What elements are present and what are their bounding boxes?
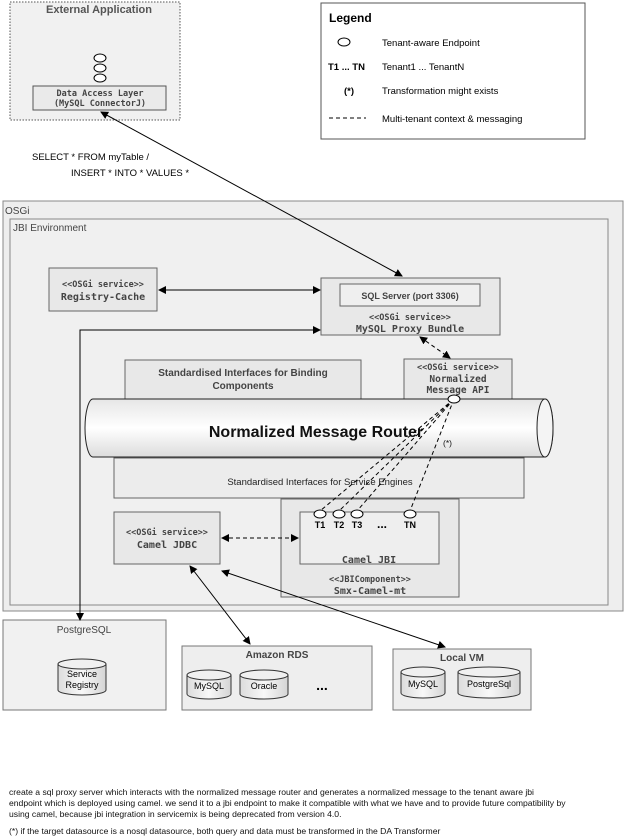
service-registry-line2: Registry xyxy=(65,680,99,690)
smx-name: Smx-Camel-mt xyxy=(334,586,406,597)
query-insert: INSERT * INTO * VALUES * xyxy=(71,168,189,179)
nmr-label: Normalized Message Router xyxy=(209,424,423,441)
tenant-tn-label: TN xyxy=(404,520,416,530)
camel-jbi: Camel JBI T1 T2 T3 ... TN xyxy=(299,511,440,566)
local-vm-box: Local VM MySQL PostgreSql xyxy=(392,648,532,711)
localvm-mysql-label: MySQL xyxy=(408,679,438,689)
legend-transform-value: Transformation might exists xyxy=(382,86,499,97)
proxy-name: MySQL Proxy Bundle xyxy=(356,324,464,335)
registry-cache-stereotype: <<OSGi service>> xyxy=(62,279,144,290)
legend: Legend Tenant-aware Endpoint T1 ... TN T… xyxy=(320,2,586,140)
camel-jdbc-stereotype: <<OSGi service>> xyxy=(126,527,208,538)
database-icon xyxy=(400,672,446,699)
dal-sublabel: (MySQL ConnectorJ) xyxy=(54,99,146,109)
camel-jdbc: <<OSGi service>> Camel JDBC xyxy=(113,511,221,565)
connectors xyxy=(76,111,451,649)
legend-tenants-value: Tenant1 ... TenantN xyxy=(382,62,464,73)
postgresql-box: PostgreSQL Service Registry xyxy=(2,619,167,711)
binding-label-1: Standardised Interfaces for Binding xyxy=(158,368,327,379)
binding-interfaces: Standardised Interfaces for Binding Comp… xyxy=(124,359,362,401)
registry-cache-name: Registry-Cache xyxy=(61,291,145,303)
endpoint-icon xyxy=(93,73,107,83)
external-app-title: External Application xyxy=(46,4,152,16)
note-description: create a sql proxy server which interact… xyxy=(9,787,566,819)
binding-label-2: Components xyxy=(212,381,274,392)
mysql-proxy-bundle: SQL Server (port 3306) <<OSGi service>> … xyxy=(320,277,501,336)
tenant-t2-endpoint-icon xyxy=(332,509,346,519)
tenant-t1-label: T1 xyxy=(315,520,326,530)
postgres-label: PostgreSQL xyxy=(57,625,112,636)
normalized-message-router: Normalized Message Router (*) xyxy=(84,398,554,458)
tenant-ellipsis: ... xyxy=(377,517,387,531)
jdbc-localvm-connector xyxy=(221,569,446,649)
camel-jdbc-name: Camel JDBC xyxy=(137,540,197,551)
amazon-rds-box: Amazon RDS MySQL Oracle ... xyxy=(181,645,373,711)
smx-stereotype: <<JBIComponent>> xyxy=(329,575,411,585)
tenant-t2-label: T2 xyxy=(334,520,345,530)
query-connector xyxy=(100,111,403,277)
osgi-label: OSGi xyxy=(5,206,29,217)
proxy-postgres-connector xyxy=(76,326,321,621)
registry-cache: <<OSGi service>> Registry-Cache xyxy=(48,267,158,312)
endpoint-icon xyxy=(93,53,107,63)
tenant-t3-endpoint-icon xyxy=(350,509,364,519)
dal-label: Data Access Layer xyxy=(57,89,144,99)
note-transformation: (*) if the target datasource is a nosql … xyxy=(9,826,441,836)
jbi-label: JBI Environment xyxy=(13,223,87,234)
database-icon xyxy=(457,672,521,699)
tenant-tn-endpoint-icon xyxy=(403,509,417,519)
localvm-postgres-label: PostgreSql xyxy=(467,679,511,689)
amazon-mysql-label: MySQL xyxy=(194,681,224,691)
legend-endpoint: Tenant-aware Endpoint xyxy=(382,38,480,49)
nm-api-name-1: Normalized xyxy=(429,374,486,385)
legend-transform-key: (*) xyxy=(344,86,354,97)
service-engine-interfaces: Standardised Interfaces for Service Engi… xyxy=(113,457,525,499)
legend-tenants-key: T1 ... TN xyxy=(328,62,365,73)
tenant-t3-label: T3 xyxy=(352,520,363,530)
database-icon xyxy=(239,675,289,700)
legend-multitenant: Multi-tenant context & messaging xyxy=(382,114,522,125)
local-vm-label: Local VM xyxy=(440,653,484,664)
nm-api-stereotype: <<OSGi service>> xyxy=(417,362,499,373)
camel-jbi-label: Camel JBI xyxy=(342,555,396,566)
database-icon xyxy=(57,664,107,696)
database-icon xyxy=(186,675,232,700)
proxy-nmapi-connector xyxy=(419,336,451,359)
tenant-t1-endpoint-icon xyxy=(313,509,327,519)
proxy-stereotype: <<OSGi service>> xyxy=(369,312,451,323)
nm-api-name-2: Message API xyxy=(427,385,490,396)
external-application: External Application Data Access Layer (… xyxy=(9,1,181,121)
endpoint-icon xyxy=(93,63,107,73)
amazon-rds-label: Amazon RDS xyxy=(246,650,309,661)
normalized-message-api: <<OSGi service>> Normalized Message API xyxy=(403,358,513,402)
endpoint-icon xyxy=(337,37,351,47)
legend-title: Legend xyxy=(329,11,372,25)
sql-server-label: SQL Server (port 3306) xyxy=(361,291,458,301)
transform-mark: (*) xyxy=(443,438,452,448)
nm-api-endpoint-icon xyxy=(447,394,461,404)
query-select: SELECT * FROM myTable / xyxy=(32,152,149,163)
amazon-ellipsis: ... xyxy=(316,677,328,693)
amazon-oracle-label: Oracle xyxy=(251,681,278,691)
service-registry-line1: Service xyxy=(67,669,97,679)
tenant-messaging-lines xyxy=(319,398,455,512)
